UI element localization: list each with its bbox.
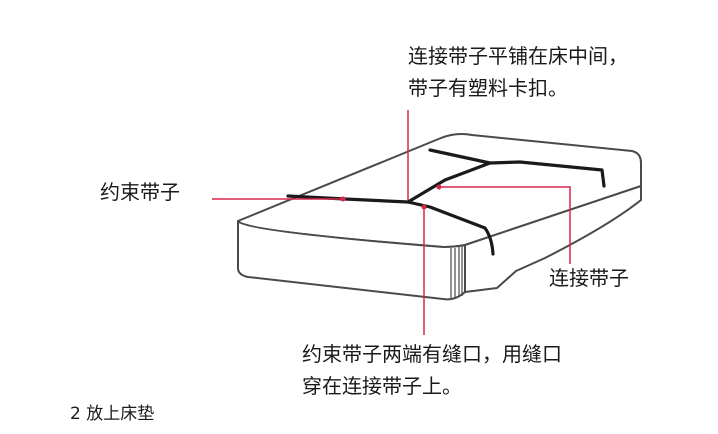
connecting-strap-right: [488, 160, 606, 188]
annotation-right: 连接带子: [549, 266, 629, 290]
annotation-bottom: 约束带子两端有缝口，用缝口 穿在连接带子上。: [302, 338, 562, 402]
mattress: [237, 133, 642, 301]
mattress-edge-stitching: [450, 246, 463, 298]
annotation-top-line1: 连接带子平铺在床中间，: [408, 44, 628, 68]
leader-dots: [340, 184, 442, 210]
leader-lines: [212, 110, 571, 335]
restraint-strap-front: [406, 200, 495, 256]
annotation-left: 约束带子: [100, 180, 180, 204]
figure-caption: 2 放上床垫: [70, 404, 155, 424]
annotation-top: 连接带子平铺在床中间， 带子有塑料卡扣。: [408, 40, 628, 104]
annotation-top-line2: 带子有塑料卡扣。: [408, 76, 568, 100]
leader-right: [439, 186, 571, 264]
mattress-right-face: [464, 185, 642, 293]
annotation-bottom-line1: 约束带子两端有缝口，用缝口: [302, 342, 562, 366]
connecting-strap-back: [406, 148, 492, 204]
annotation-bottom-line2: 穿在连接带子上。: [302, 374, 462, 398]
mattress-front-face: [237, 220, 466, 301]
